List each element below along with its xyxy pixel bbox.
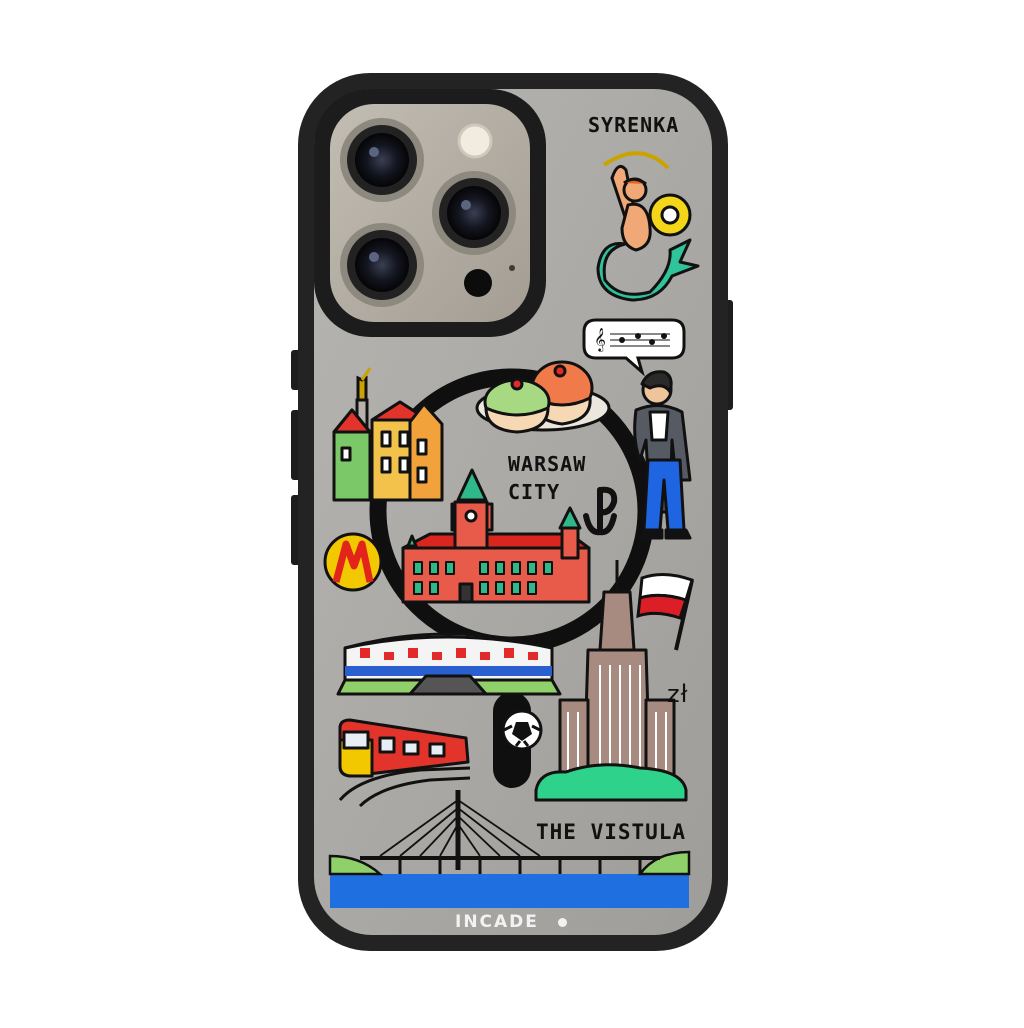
anchor-symbol-icon [583, 486, 618, 536]
vistula-label: THE VISTULA [536, 820, 687, 844]
football-icon [501, 709, 543, 751]
old-town-houses-icon [332, 400, 444, 502]
donut-plate-icon [475, 360, 611, 434]
city-label: CITY [508, 480, 561, 504]
stadium-icon [336, 632, 562, 696]
mermaid-icon [596, 151, 700, 302]
brand-logo: INCADE [455, 912, 539, 932]
tram-icon [338, 718, 471, 808]
polish-flag-icon [636, 573, 694, 651]
music-bubble-icon: 𝄞 [582, 318, 686, 377]
svg-text:𝄞: 𝄞 [594, 327, 606, 352]
camera-lens-icon [432, 171, 516, 255]
microphone-hole [509, 265, 515, 271]
warsaw-label: WARSAW [508, 452, 587, 476]
royal-castle-icon [401, 468, 591, 604]
camera-lens-icon [340, 223, 424, 307]
camera-lens-icon [340, 118, 424, 202]
bridge-icon [328, 790, 691, 908]
chopin-figure-icon [633, 370, 692, 540]
currency-label: zł [667, 680, 689, 708]
brand-dot-icon [558, 918, 567, 927]
metro-m-icon [323, 532, 383, 592]
palace-of-culture-icon [534, 560, 688, 802]
lidar-sensor [464, 269, 492, 297]
flash-icon [457, 123, 493, 159]
syrenka-label: SYRENKA [588, 113, 680, 137]
